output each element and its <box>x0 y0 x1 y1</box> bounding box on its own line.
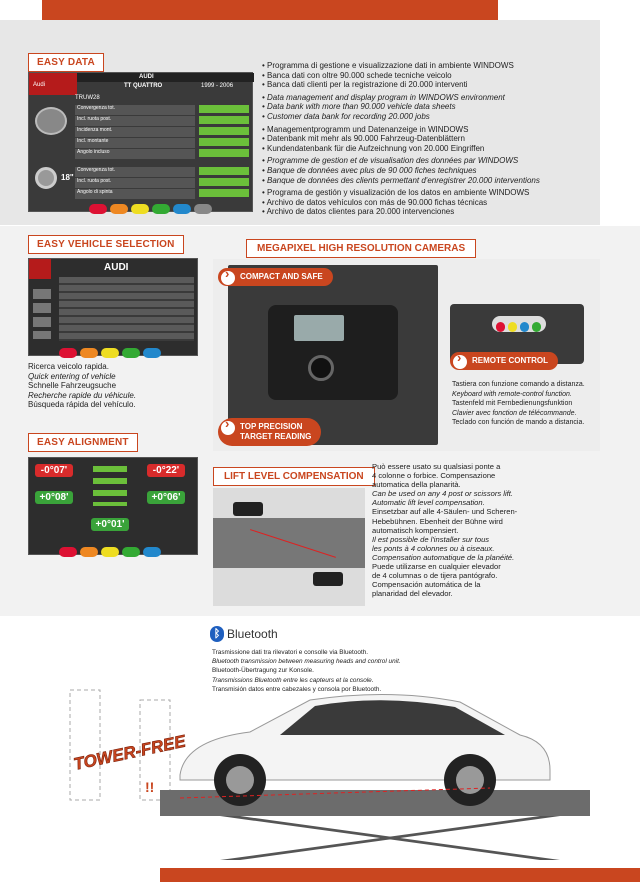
camera-photo <box>228 265 438 445</box>
alignment-value: +0°06' <box>147 491 185 504</box>
bottom-accent-bar <box>160 868 640 882</box>
alignment-value: +0°08' <box>35 491 73 504</box>
gauge-icon <box>35 107 67 135</box>
precision-label: TOP PRECISION TARGET READING <box>218 418 322 446</box>
easy-data-title: EASY DATA <box>28 53 104 72</box>
screen-code: TRUW28 <box>75 95 100 101</box>
screen-brand: AUDI <box>104 262 129 273</box>
screen-table-top: Convergenza tot. Incl. ruota post. Incid… <box>75 105 195 160</box>
alignment-value: +0°01' <box>91 518 129 531</box>
bluetooth-icon: ᛒ <box>210 626 224 642</box>
value-bars <box>199 105 249 159</box>
thumbnails <box>33 289 51 339</box>
compact-safe-label: COMPACT AND SAFE <box>218 268 333 286</box>
remote-control-label: REMOTE CONTROL <box>450 352 558 370</box>
tower-free-badge: TOWER-FREE <box>72 731 189 774</box>
table-row: Incl. ruota post. <box>75 116 195 126</box>
table-row: Convergenza tot. <box>75 167 195 177</box>
easy-alignment-title: EASY ALIGNMENT <box>28 433 138 452</box>
table-row: Incl. ruota post. <box>75 178 195 188</box>
camera-head <box>313 572 343 586</box>
screen-brand: AUDI <box>139 74 154 80</box>
bluetooth-title: Bluetooth <box>227 627 278 641</box>
car-windows <box>280 700 505 735</box>
alignment-screen: -0°07' -0°22' +0°08' +0°06' +0°01' <box>28 457 198 557</box>
camera-head <box>233 502 263 516</box>
screen-buttons <box>89 201 215 219</box>
screen-years: 1999 - 2006 <box>201 83 234 89</box>
lift-photo <box>213 488 365 606</box>
warning-mark: !! <box>145 779 154 795</box>
mini-gauges <box>93 466 127 506</box>
table-row: Convergenza tot. <box>75 105 195 115</box>
easy-vehicle-title: EASY VEHICLE SELECTION <box>28 235 184 254</box>
lift-title: LIFT LEVEL COMPENSATION <box>213 467 375 486</box>
audi-logo <box>29 73 77 95</box>
screen-buttons <box>59 345 164 363</box>
screen-table-bottom: Convergenza tot. Incl. ruota post. Angol… <box>75 167 195 200</box>
easy-data-text: • Programma di gestione e visualizzazion… <box>262 61 540 217</box>
top-accent-bar <box>42 0 498 20</box>
table-row: Incl. montante <box>75 138 195 148</box>
laser-line <box>179 787 491 799</box>
tower-outline <box>69 689 171 801</box>
easy-vehicle-text: Ricerca veicolo rapida. Quick entering o… <box>28 362 137 410</box>
wheel-icon <box>35 167 57 189</box>
table-row: Incidenza mont. <box>75 127 195 137</box>
remote-text: Tastiera con funzione comando a distanza… <box>452 381 585 426</box>
car-on-lift-illustration: TOWER-FREE !! <box>69 689 590 860</box>
camera-lens-icon <box>308 355 334 381</box>
screen-model: TT QUATTRO <box>124 83 163 89</box>
screen-buttons <box>59 544 164 562</box>
lift-text: Può essere usato su qualsiasi ponte a 4 … <box>372 462 518 599</box>
table-row: Angolo incluso <box>75 149 195 159</box>
lift-scissors <box>220 816 560 860</box>
model-list <box>59 277 194 341</box>
camera-display <box>294 315 344 341</box>
vehicle-selection-screen: AUDI <box>28 258 198 358</box>
table-row: Angolo di spinta <box>75 189 195 199</box>
wheel-size: 18" <box>61 173 74 182</box>
bluetooth-text: Trasmissione dati tra rilevatori e conso… <box>212 649 401 693</box>
easy-data-screen: Audi AUDI TT QUATTRO 1999 - 2006 TRUW28 … <box>28 72 254 214</box>
value-bars <box>199 167 249 199</box>
cameras-title: MEGAPIXEL HIGH RESOLUTION CAMERAS <box>246 239 477 258</box>
alignment-value: -0°22' <box>147 464 185 477</box>
audi-logo <box>29 259 51 279</box>
tower-free-text: TOWER-FREE <box>72 731 188 773</box>
remote-buttons <box>496 319 544 337</box>
alignment-value: -0°07' <box>35 464 73 477</box>
